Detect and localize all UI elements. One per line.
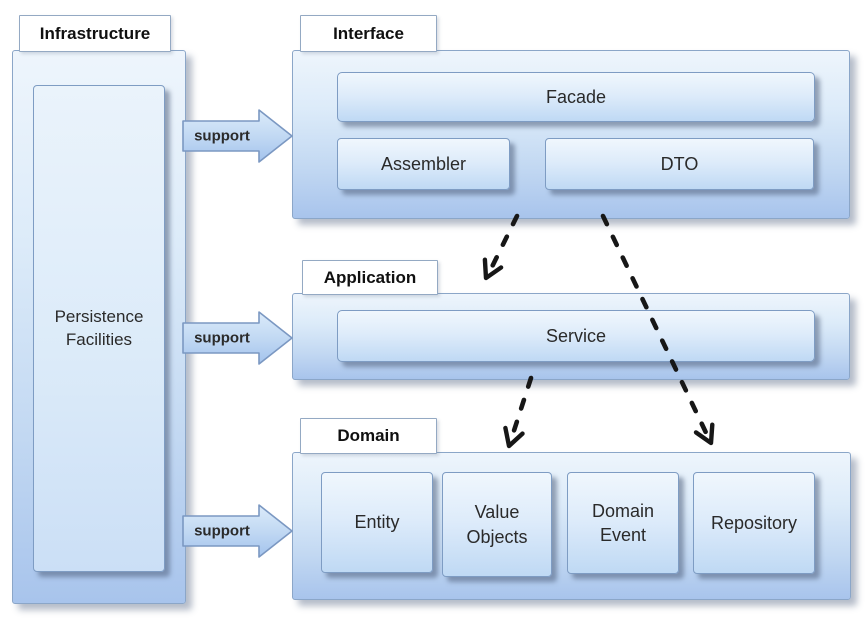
value-objects-text: Value Objects	[466, 502, 528, 547]
support-arrow-shape	[182, 109, 293, 163]
persistence-facilities-text: Persistence Facilities	[54, 306, 144, 349]
dto-text: DTO	[660, 153, 699, 174]
dashed-arrow-service-to-domain	[503, 375, 534, 449]
support-arrow-infrastructure-to-domain: support	[182, 500, 294, 562]
infrastructure-label-text: Infrastructure	[39, 23, 151, 43]
domain-label-text: Domain	[337, 426, 400, 445]
entity-box: Entity	[321, 472, 433, 573]
assembler-box: Assembler	[337, 138, 510, 190]
service-text: Service	[545, 325, 607, 346]
value-objects-box: Value Objects	[442, 472, 552, 577]
domain-label: Domain	[300, 418, 437, 454]
repository-text: Repository	[710, 512, 798, 533]
facade-text: Facade	[545, 86, 607, 107]
support-arrow-infrastructure-to-application: support	[182, 307, 294, 369]
domain-event-box: Domain Event	[567, 472, 679, 574]
assembler-text: Assembler	[380, 153, 467, 174]
application-label: Application	[302, 260, 438, 295]
entity-text: Entity	[354, 512, 400, 533]
support-arrow-shape	[182, 311, 293, 365]
support-arrow-label: support	[194, 127, 250, 145]
support-arrow-shape	[182, 504, 293, 558]
repository-box: Repository	[693, 472, 815, 574]
domain-event-text: Domain Event	[591, 500, 655, 545]
application-label-text: Application	[323, 267, 417, 287]
facade-box: Facade	[337, 72, 815, 122]
service-box: Service	[337, 310, 815, 362]
support-arrow-label: support	[194, 522, 250, 540]
interface-label-text: Interface	[333, 23, 404, 43]
support-arrow-label: support	[194, 329, 250, 347]
persistence-facilities-box: Persistence Facilities	[33, 85, 165, 572]
infrastructure-label: Infrastructure	[19, 15, 171, 52]
dto-box: DTO	[545, 138, 814, 190]
support-arrow-infrastructure-to-interface: support	[182, 105, 294, 167]
dashed-arrow-interface-to-service	[482, 213, 520, 281]
interface-label: Interface	[300, 15, 437, 52]
